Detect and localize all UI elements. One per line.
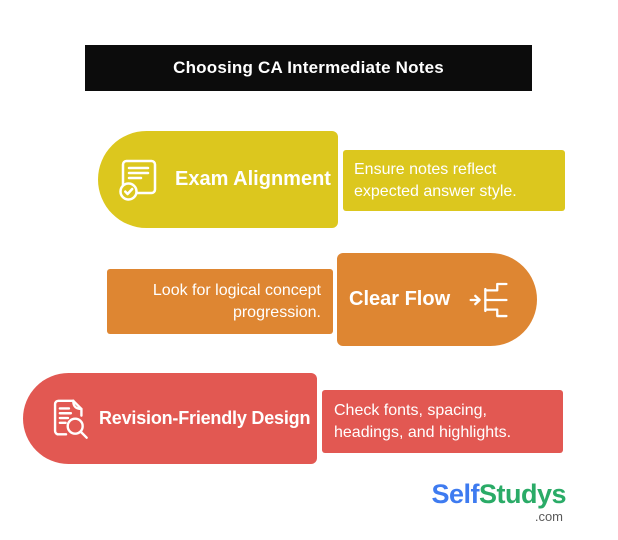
selfstudys-logo: SelfStudys .com <box>431 481 566 525</box>
step-pill-revision-friendly-design: Revision-Friendly Design <box>23 373 317 464</box>
step-label: Exam Alignment <box>175 168 331 190</box>
step-pill-exam-alignment: Exam Alignment <box>98 131 338 228</box>
step-description-revision-friendly-design: Check fonts, spacing, headings, and high… <box>322 390 563 453</box>
step-label: Clear Flow <box>349 288 451 310</box>
step-pill-clear-flow: Clear Flow <box>337 253 537 346</box>
description-text: Look for logical concept progression. <box>152 282 321 321</box>
description-text: Check fonts, spacing, headings, and high… <box>334 402 512 441</box>
title-banner: Choosing CA Intermediate Notes <box>85 45 532 91</box>
logo-part-studys: Studys <box>478 479 567 509</box>
document-check-icon <box>115 156 163 204</box>
document-search-icon <box>45 396 91 442</box>
step-description-exam-alignment: Ensure notes reflect expected answer sty… <box>343 150 565 211</box>
description-text: Ensure notes reflect expected answer sty… <box>354 161 517 200</box>
page-title: Choosing CA Intermediate Notes <box>173 58 444 77</box>
step-description-clear-flow: Look for logical concept progression. <box>107 269 333 334</box>
logo-part-self: Self <box>431 479 479 509</box>
flow-arrow-icon <box>467 278 511 322</box>
step-label: Revision-Friendly Design <box>99 408 311 428</box>
logo-domain: .com <box>534 509 563 524</box>
logo-wordmark: SelfStudys <box>431 481 566 508</box>
